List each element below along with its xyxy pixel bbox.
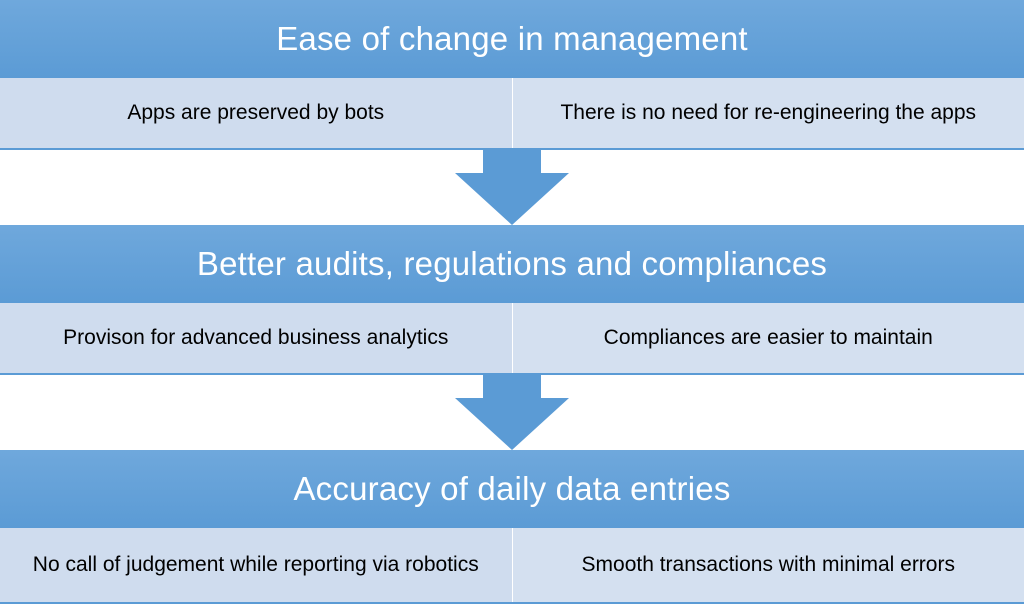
stage-detail-right: There is no need for re-engineering the …	[512, 78, 1024, 148]
stage-title: Better audits, regulations and complianc…	[0, 225, 1024, 303]
stage-details: No call of judgement while reporting via…	[0, 528, 1024, 604]
down-arrow-icon	[455, 148, 569, 225]
stage-detail-right: Smooth transactions with minimal errors	[512, 528, 1024, 602]
stage-ease-of-change: Ease of change in management Apps are pr…	[0, 0, 1024, 150]
stage-detail-left: Provison for advanced business analytics	[0, 303, 513, 373]
stage-better-audits: Better audits, regulations and complianc…	[0, 225, 1024, 375]
stage-title: Ease of change in management	[0, 0, 1024, 78]
stage-accuracy: Accuracy of daily data entries No call o…	[0, 450, 1024, 604]
stage-details: Provison for advanced business analytics…	[0, 303, 1024, 375]
down-arrow-icon	[455, 373, 569, 450]
stage-detail-right: Compliances are easier to maintain	[512, 303, 1024, 373]
stage-detail-left: No call of judgement while reporting via…	[0, 528, 513, 602]
stage-details: Apps are preserved by bots There is no n…	[0, 78, 1024, 150]
stage-detail-left: Apps are preserved by bots	[0, 78, 513, 148]
stage-title: Accuracy of daily data entries	[0, 450, 1024, 528]
